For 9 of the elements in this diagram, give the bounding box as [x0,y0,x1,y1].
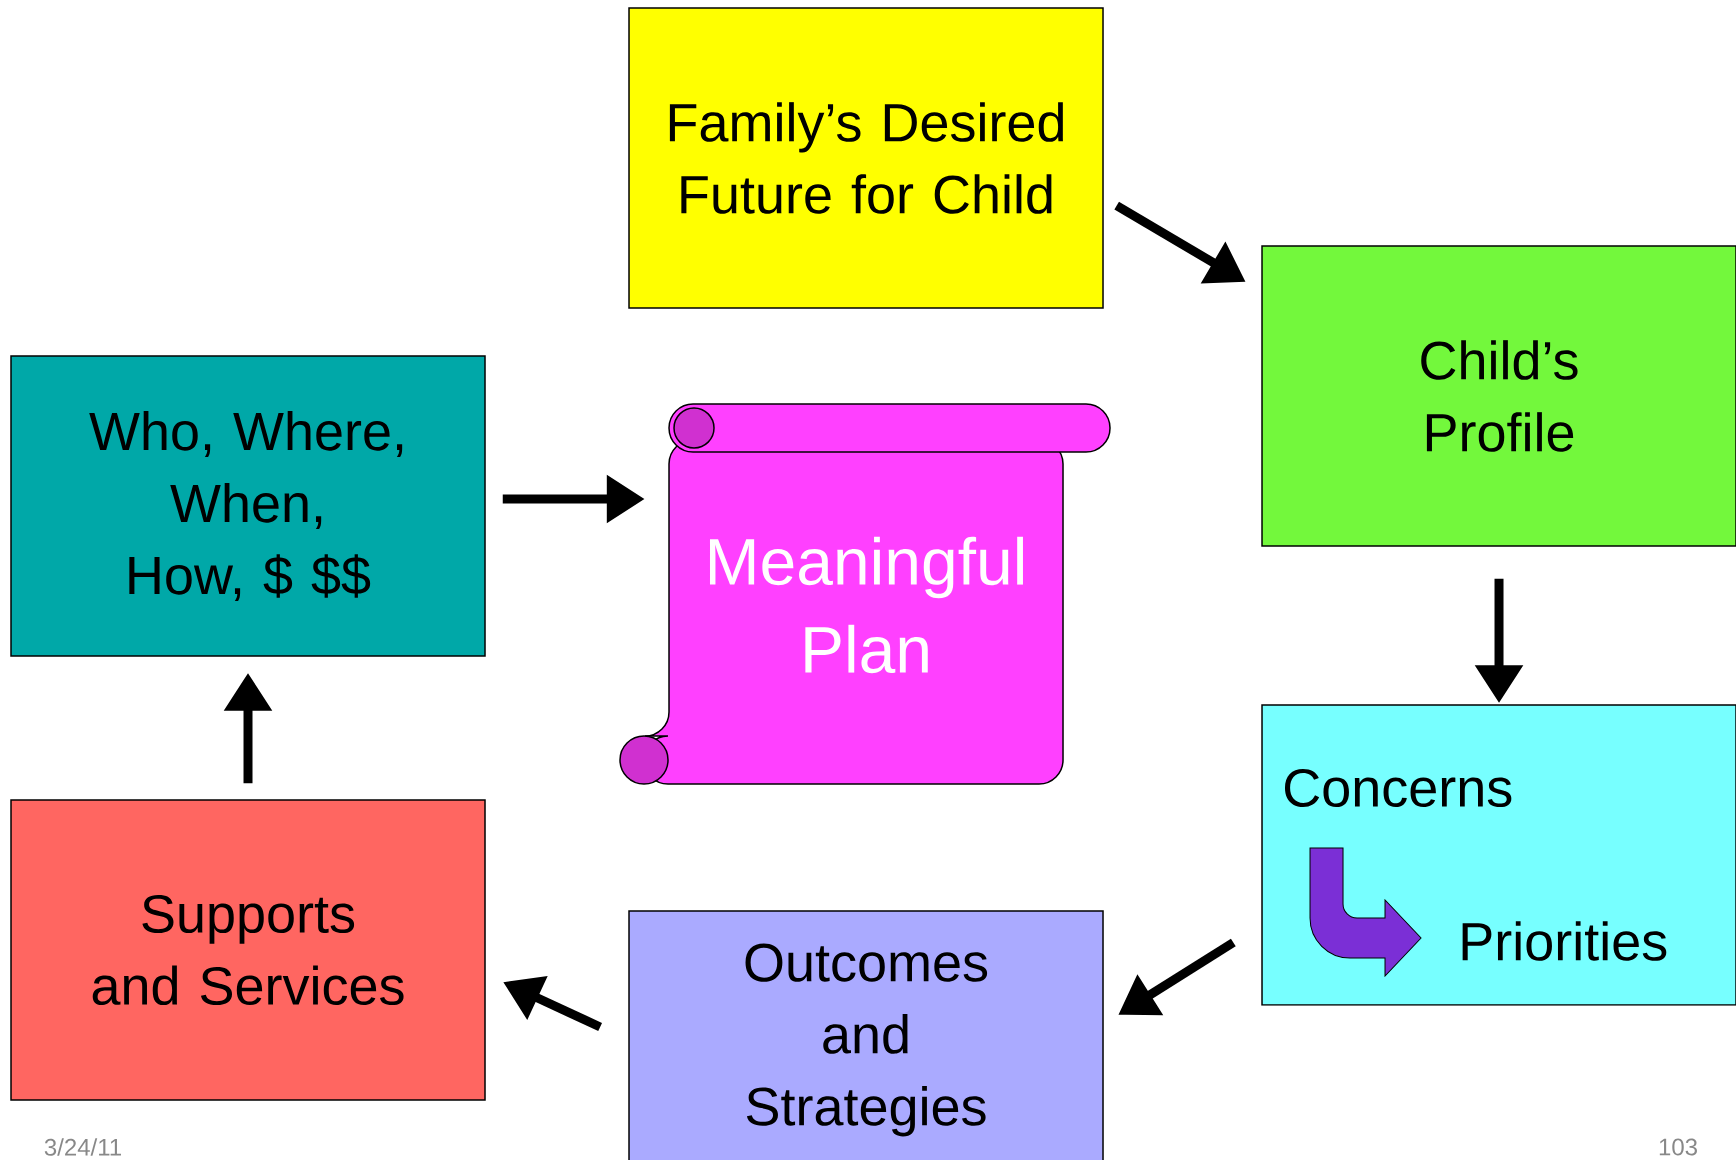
slide-footer-text: 3/24/11 [44,1138,121,1156]
profile-box: Child’s Profile [1261,245,1736,547]
resources-box: Who, Where, When, How, $ $$ [10,355,486,657]
outcomes-box: Outcomes and Strategies [628,910,1104,1160]
scroll-banner: Meaningful Plan [619,403,1111,785]
services-box: Supports and Services [10,799,486,1101]
goal-box: Family’s Desired Future for Child [628,7,1104,309]
priorities-box: Concerns Priorities [1261,704,1736,1006]
slide-footer-text: 103 [1659,1138,1697,1156]
